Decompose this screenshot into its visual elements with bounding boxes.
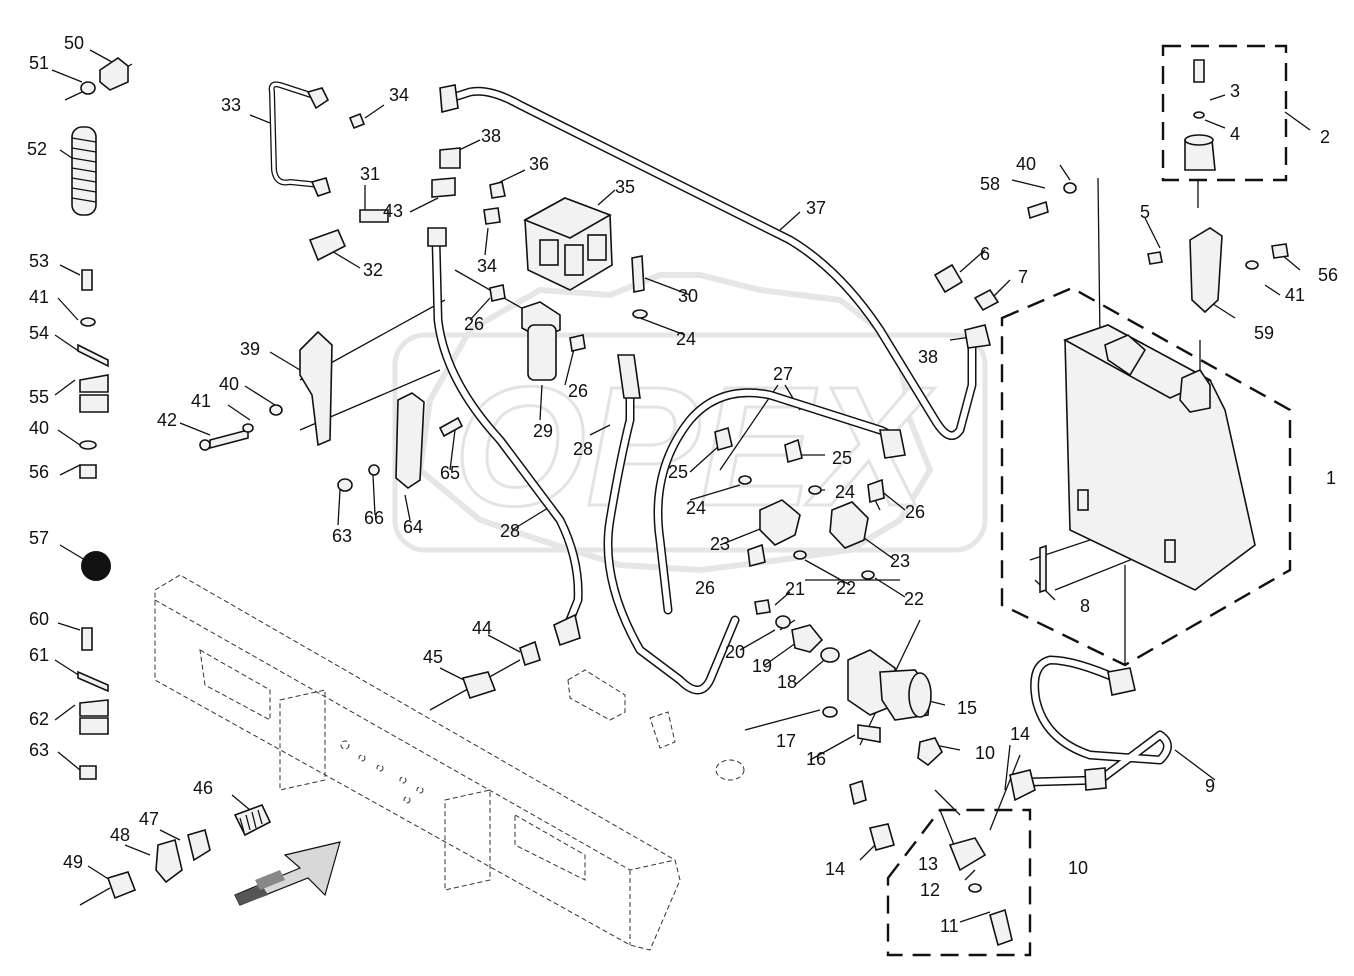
callout-45: 45 bbox=[423, 647, 443, 667]
callout-59: 59 bbox=[1254, 323, 1274, 343]
callout-30: 30 bbox=[678, 286, 698, 306]
callout-22-left: 22 bbox=[836, 578, 856, 598]
callout-55: 55 bbox=[29, 387, 49, 407]
callout-58: 58 bbox=[980, 174, 1000, 194]
callout-40-left: 40 bbox=[29, 418, 49, 438]
callout-25-left: 25 bbox=[668, 462, 688, 482]
callout-6: 6 bbox=[980, 244, 990, 264]
callout-57: 57 bbox=[29, 528, 49, 548]
callout-44: 44 bbox=[472, 618, 492, 638]
callout-24-top: 24 bbox=[676, 329, 696, 349]
callout-13: 13 bbox=[918, 854, 938, 874]
callout-1: 1 bbox=[1326, 468, 1336, 488]
callout-28-lower: 28 bbox=[500, 521, 520, 541]
callout-37: 37 bbox=[806, 198, 826, 218]
callout-27: 27 bbox=[773, 364, 793, 384]
hydraulic-pump bbox=[847, 649, 932, 721]
callout-56-tank: 56 bbox=[1318, 265, 1338, 285]
callout-29: 29 bbox=[533, 421, 553, 441]
callout-49: 49 bbox=[63, 852, 83, 872]
parts bbox=[71, 57, 1289, 947]
arrow-icon bbox=[234, 841, 341, 906]
callout-25-right: 25 bbox=[832, 448, 852, 468]
callout-24-left: 24 bbox=[686, 498, 706, 518]
callout-50: 50 bbox=[64, 33, 84, 53]
callout-34-top: 34 bbox=[389, 85, 409, 105]
callout-26-hose: 26 bbox=[568, 381, 588, 401]
callout-labels: 1 2 3 4 5 6 7 8 9 10 10 11 12 13 14 14 1… bbox=[27, 33, 1338, 936]
callout-46: 46 bbox=[193, 778, 213, 798]
callout-33: 33 bbox=[221, 95, 241, 115]
callout-22-right: 22 bbox=[904, 589, 924, 609]
callout-43: 43 bbox=[383, 201, 403, 221]
callout-12: 12 bbox=[920, 880, 940, 900]
callout-52: 52 bbox=[27, 139, 47, 159]
callout-17: 17 bbox=[776, 731, 796, 751]
callout-63-bracket: 63 bbox=[332, 526, 352, 546]
callout-42: 42 bbox=[157, 410, 177, 430]
callout-11: 11 bbox=[940, 916, 959, 936]
callout-20: 20 bbox=[725, 642, 745, 662]
callout-9: 9 bbox=[1205, 776, 1215, 796]
callout-61: 61 bbox=[29, 645, 49, 665]
callout-40-tank: 40 bbox=[1016, 154, 1036, 174]
control-valve-block bbox=[523, 197, 613, 291]
callout-60: 60 bbox=[29, 609, 49, 629]
callout-26-filter: 26 bbox=[464, 314, 484, 334]
callout-63-left: 63 bbox=[29, 740, 49, 760]
callout-66: 66 bbox=[364, 508, 384, 528]
callout-32: 32 bbox=[363, 260, 383, 280]
callout-41-bracket: 41 bbox=[191, 391, 211, 411]
callout-15: 15 bbox=[957, 698, 977, 718]
assembly-boxes bbox=[886, 44, 1292, 957]
callout-64: 64 bbox=[403, 517, 423, 537]
callout-14-bottom: 14 bbox=[825, 859, 845, 879]
callout-62: 62 bbox=[29, 709, 49, 729]
plug-cap-icon bbox=[81, 551, 111, 581]
callout-38-right: 38 bbox=[918, 347, 938, 367]
callout-26-right: 26 bbox=[905, 502, 925, 522]
callout-4: 4 bbox=[1230, 124, 1240, 144]
callout-56-left: 56 bbox=[29, 462, 49, 482]
callout-16: 16 bbox=[806, 749, 826, 769]
callout-51: 51 bbox=[29, 53, 49, 73]
callout-39: 39 bbox=[240, 339, 260, 359]
callout-8: 8 bbox=[1080, 596, 1090, 616]
callout-28-upper: 28 bbox=[573, 439, 593, 459]
inline-filter bbox=[521, 301, 561, 381]
callout-41-left: 41 bbox=[29, 287, 49, 307]
callout-48: 48 bbox=[110, 825, 130, 845]
callout-31: 31 bbox=[360, 164, 380, 184]
callout-54: 54 bbox=[29, 323, 49, 343]
callout-7: 7 bbox=[1018, 267, 1028, 287]
callout-18: 18 bbox=[777, 672, 797, 692]
hydraulic-tank bbox=[1039, 324, 1256, 594]
callout-23-right: 23 bbox=[890, 551, 910, 571]
callout-5: 5 bbox=[1140, 202, 1150, 222]
callout-47: 47 bbox=[139, 809, 159, 829]
callout-10-right: 10 bbox=[1068, 858, 1088, 878]
callout-10-pump-fitting: 10 bbox=[975, 743, 995, 763]
callout-36: 36 bbox=[529, 154, 549, 174]
spiral-hose-guard bbox=[71, 126, 97, 216]
callout-53: 53 bbox=[29, 251, 49, 271]
callout-23-left: 23 bbox=[710, 534, 730, 554]
callout-38-top: 38 bbox=[481, 126, 501, 146]
quick-coupler bbox=[233, 803, 272, 837]
callout-24-right: 24 bbox=[835, 482, 855, 502]
callout-14-top: 14 bbox=[1010, 724, 1030, 744]
callout-41-tank: 41 bbox=[1285, 285, 1305, 305]
callout-26-lower: 26 bbox=[695, 578, 715, 598]
callout-65: 65 bbox=[440, 463, 460, 483]
callout-35: 35 bbox=[615, 177, 635, 197]
callout-34-mid: 34 bbox=[477, 256, 497, 276]
callout-40-bracket: 40 bbox=[219, 374, 239, 394]
callout-3: 3 bbox=[1230, 81, 1240, 101]
callout-2: 2 bbox=[1320, 127, 1330, 147]
callout-19: 19 bbox=[752, 656, 772, 676]
callout-21: 21 bbox=[785, 579, 805, 599]
frame-beam bbox=[154, 574, 681, 951]
